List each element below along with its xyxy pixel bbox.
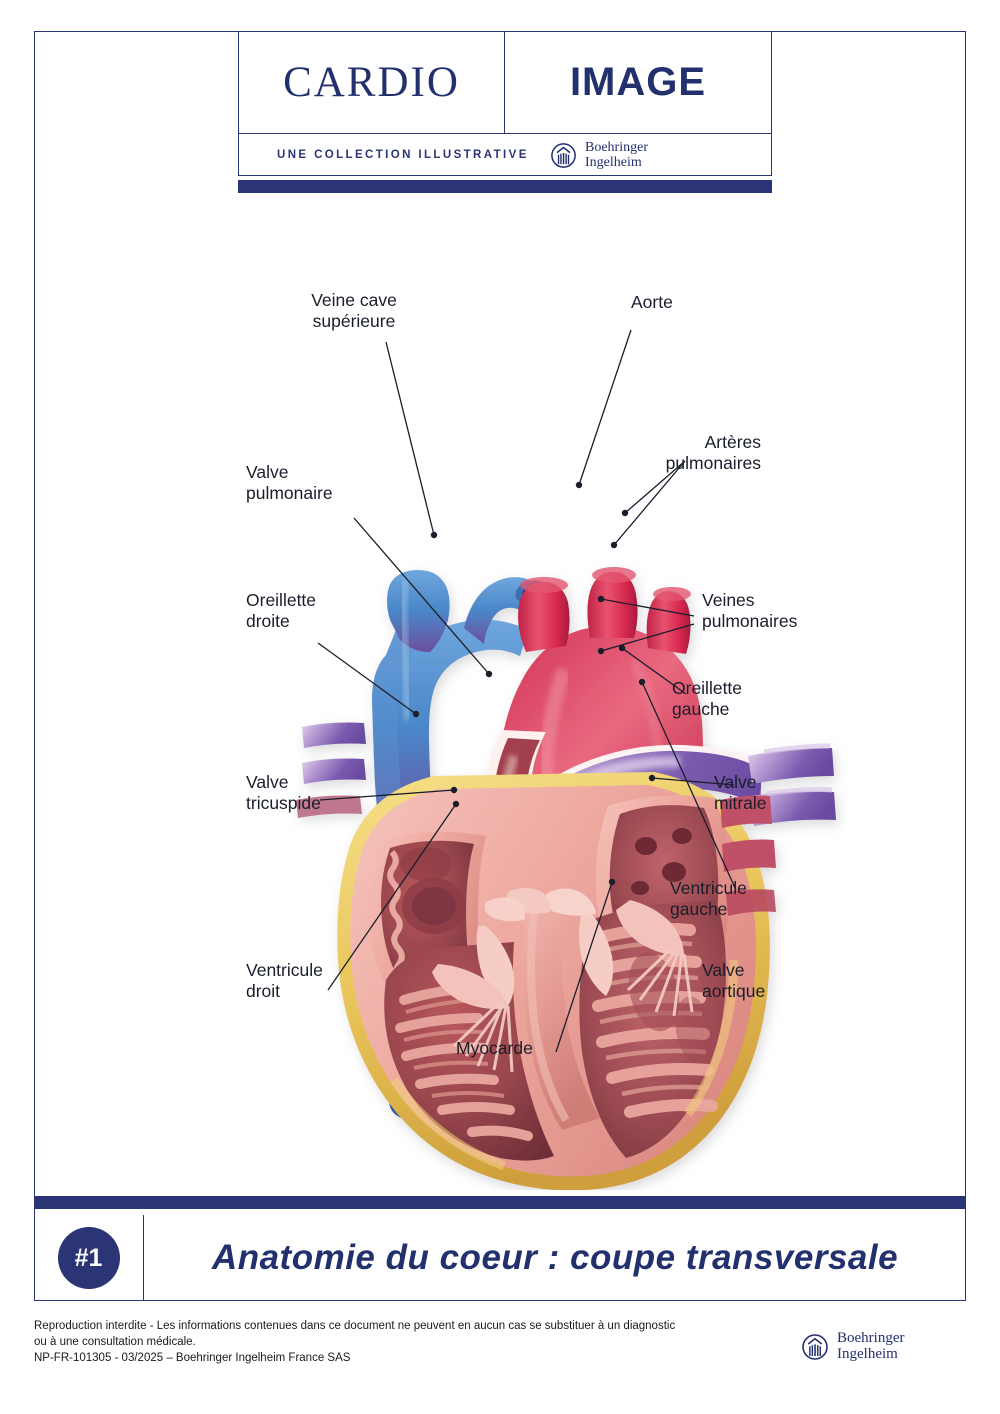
label-valve-mitrale: Valve mitrale — [714, 772, 767, 813]
label-valve-pulmonaire: Valve pulmonaire — [246, 462, 333, 503]
leader-dots — [412, 481, 656, 886]
title-cell: Anatomie du coeur : coupe transversale — [144, 1238, 966, 1278]
header-box: CARDIO IMAGE UNE COLLECTION ILLUSTRATIVE — [238, 31, 772, 176]
label-oreillette-gauche: Oreillette gauche — [672, 678, 743, 719]
label-veine-cave-superieure: Veine cave supérieure — [311, 290, 397, 331]
footer-disclaimer: Reproduction interdite - Les information… — [34, 1318, 734, 1366]
label-ventricule-droit: Ventricule droit — [246, 960, 323, 1001]
sheet-number-badge: #1 — [57, 1227, 120, 1289]
boehringer-wordmark-header: Boehringer Ingelheim — [585, 140, 648, 170]
bottom-accent-bar — [34, 1196, 966, 1209]
label-veines-pulmonaires: Veines pulmonaires — [702, 590, 798, 631]
header-cardio-cell: CARDIO — [239, 32, 505, 133]
boehringer-emblem-icon-footer — [800, 1332, 830, 1362]
leader-lines — [317, 329, 737, 1053]
boehringer-footer-line2: Ingelheim — [837, 1345, 898, 1362]
heart-diagram-svg — [296, 329, 836, 1190]
bottom-title-row: #1 Anatomie du coeur : coupe transversal… — [34, 1215, 966, 1301]
brand-image: IMAGE — [569, 60, 707, 104]
boehringer-footer-line1: Boehringer — [837, 1330, 905, 1346]
label-valve-aortique: Valve aortique — [702, 960, 766, 1001]
boehringer-ingelheim-logo-footer: Boehringer Ingelheim — [800, 1330, 905, 1362]
boehringer-line2: Ingelheim — [585, 154, 642, 170]
footer-line-2: ou à une consultation médicale. — [34, 1336, 196, 1348]
header-subtitle-row: UNE COLLECTION ILLUSTRATIVE Boehringer — [239, 134, 771, 175]
header: CARDIO IMAGE UNE COLLECTION ILLUSTRATIVE — [238, 31, 772, 193]
label-valve-tricuspide: Valve tricuspide — [246, 772, 321, 813]
footer-line-3: NP-FR-101305 - 03/2025 – Boehringer Inge… — [34, 1352, 351, 1364]
label-ventricule-gauche: Ventricule gauche — [670, 878, 747, 919]
header-collection-label: UNE COLLECTION ILLUSTRATIVE — [277, 148, 529, 161]
label-arteres-pulmonaires: Artères pulmonaires — [665, 432, 761, 473]
heart-anatomy-illustration: Veine cave supérieure Aorte Valve pulmon… — [34, 200, 966, 1190]
page-title: Anatomie du coeur : coupe transversale — [211, 1238, 899, 1277]
heart-artwork — [296, 567, 836, 1190]
label-aorte: Aorte — [631, 292, 673, 312]
header-accent-bar — [238, 180, 772, 193]
brand-cardio: CARDIO — [283, 59, 460, 106]
badge-cell: #1 — [34, 1215, 144, 1301]
footer-line-1: Reproduction interdite - Les information… — [34, 1320, 676, 1332]
boehringer-ingelheim-logo-header: Boehringer Ingelheim — [549, 140, 648, 170]
header-image-cell: IMAGE — [505, 32, 771, 133]
boehringer-emblem-icon — [549, 141, 578, 170]
boehringer-wordmark-footer: Boehringer Ingelheim — [837, 1330, 905, 1362]
header-title-row: CARDIO IMAGE — [239, 32, 771, 134]
boehringer-line1: Boehringer — [585, 140, 648, 155]
label-myocarde: Myocarde — [456, 1038, 533, 1058]
label-oreillette-droite: Oreillette droite — [246, 590, 317, 631]
